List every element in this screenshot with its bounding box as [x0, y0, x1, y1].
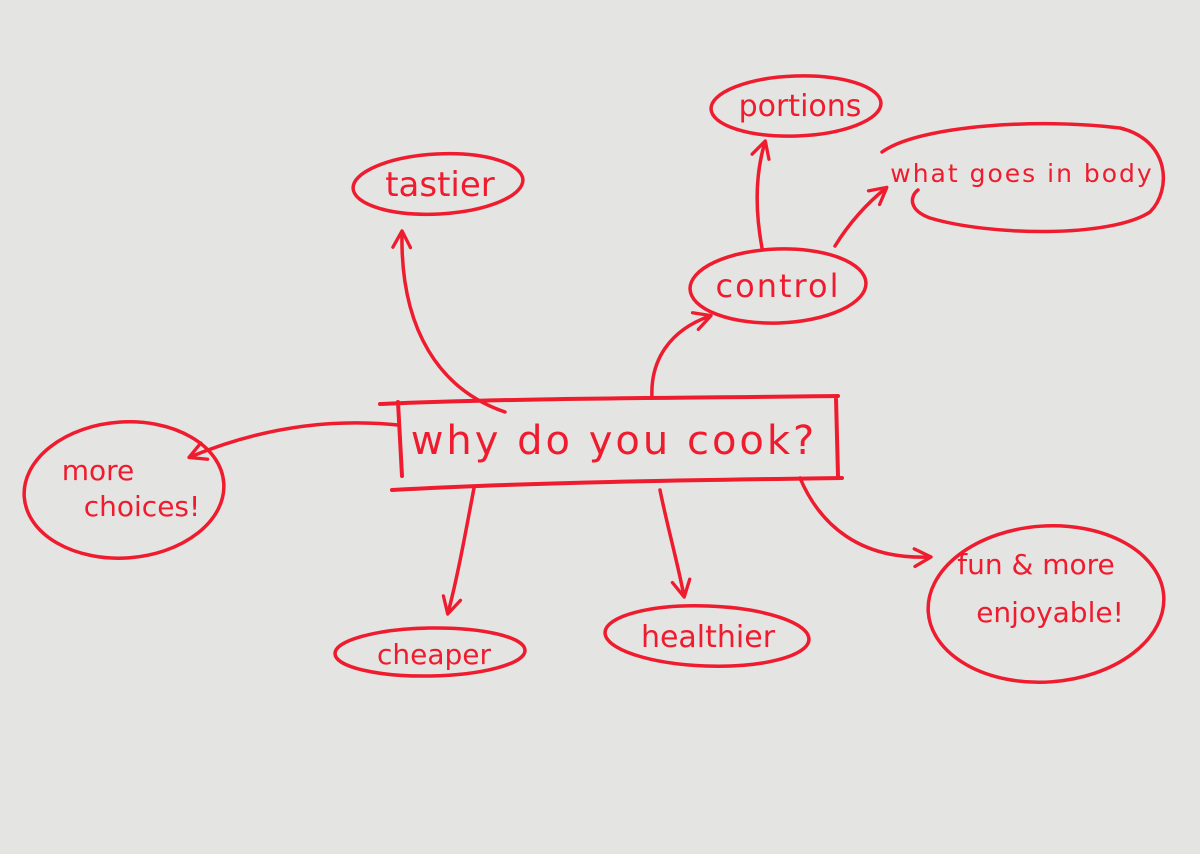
node-control-label: control	[716, 267, 841, 305]
node-fun-enjoyable-outline	[926, 524, 1166, 684]
node-cheaper-outline	[333, 626, 527, 678]
edge-control-to-what-goes-in-body	[833, 185, 889, 248]
node-portions-label: portions	[739, 89, 862, 124]
edge-central-to-fun-enjoyable	[798, 476, 933, 569]
node-more-choices: more choices!	[22, 420, 226, 560]
node-what-goes-in-body-label: what goes in body	[890, 159, 1153, 188]
node-control-outline	[688, 247, 868, 325]
central-question-label: why do you cook?	[411, 418, 818, 464]
edge-central-to-control	[650, 311, 713, 400]
node-healthier-label: healthier	[641, 620, 776, 655]
connectors	[187, 139, 933, 616]
node-portions: portions	[709, 74, 883, 138]
node-what-goes-in-body-outline	[880, 121, 1166, 234]
node-control: control	[688, 247, 868, 325]
node-what-goes-in-body: what goes in body	[880, 121, 1166, 234]
edge-central-to-more-choices	[187, 421, 400, 461]
node-tastier: tastier	[351, 151, 525, 217]
node-healthier-outline	[603, 604, 811, 668]
node-more-choices-line-1: more	[62, 454, 135, 487]
node-fun-enjoyable-line-1: fun & more	[957, 548, 1115, 581]
edge-central-to-healthier	[658, 488, 692, 599]
node-more-choices-outline	[22, 420, 226, 560]
central-box-outline	[378, 394, 844, 492]
node-cheaper-label: cheaper	[377, 638, 492, 671]
central-question-box: why do you cook?	[378, 394, 844, 492]
node-fun-enjoyable-line-2: enjoyable!	[976, 596, 1124, 629]
node-tastier-outline	[351, 151, 525, 217]
edge-central-to-cheaper	[441, 486, 476, 616]
node-fun-enjoyable: fun & more enjoyable!	[926, 524, 1166, 684]
node-healthier: healthier	[603, 604, 811, 668]
edge-control-to-portions	[750, 139, 771, 250]
node-cheaper: cheaper	[333, 626, 527, 678]
edge-central-to-tastier	[391, 229, 507, 414]
node-more-choices-line-2: choices!	[84, 490, 200, 523]
node-tastier-label: tastier	[385, 165, 495, 205]
node-portions-outline	[709, 74, 883, 138]
